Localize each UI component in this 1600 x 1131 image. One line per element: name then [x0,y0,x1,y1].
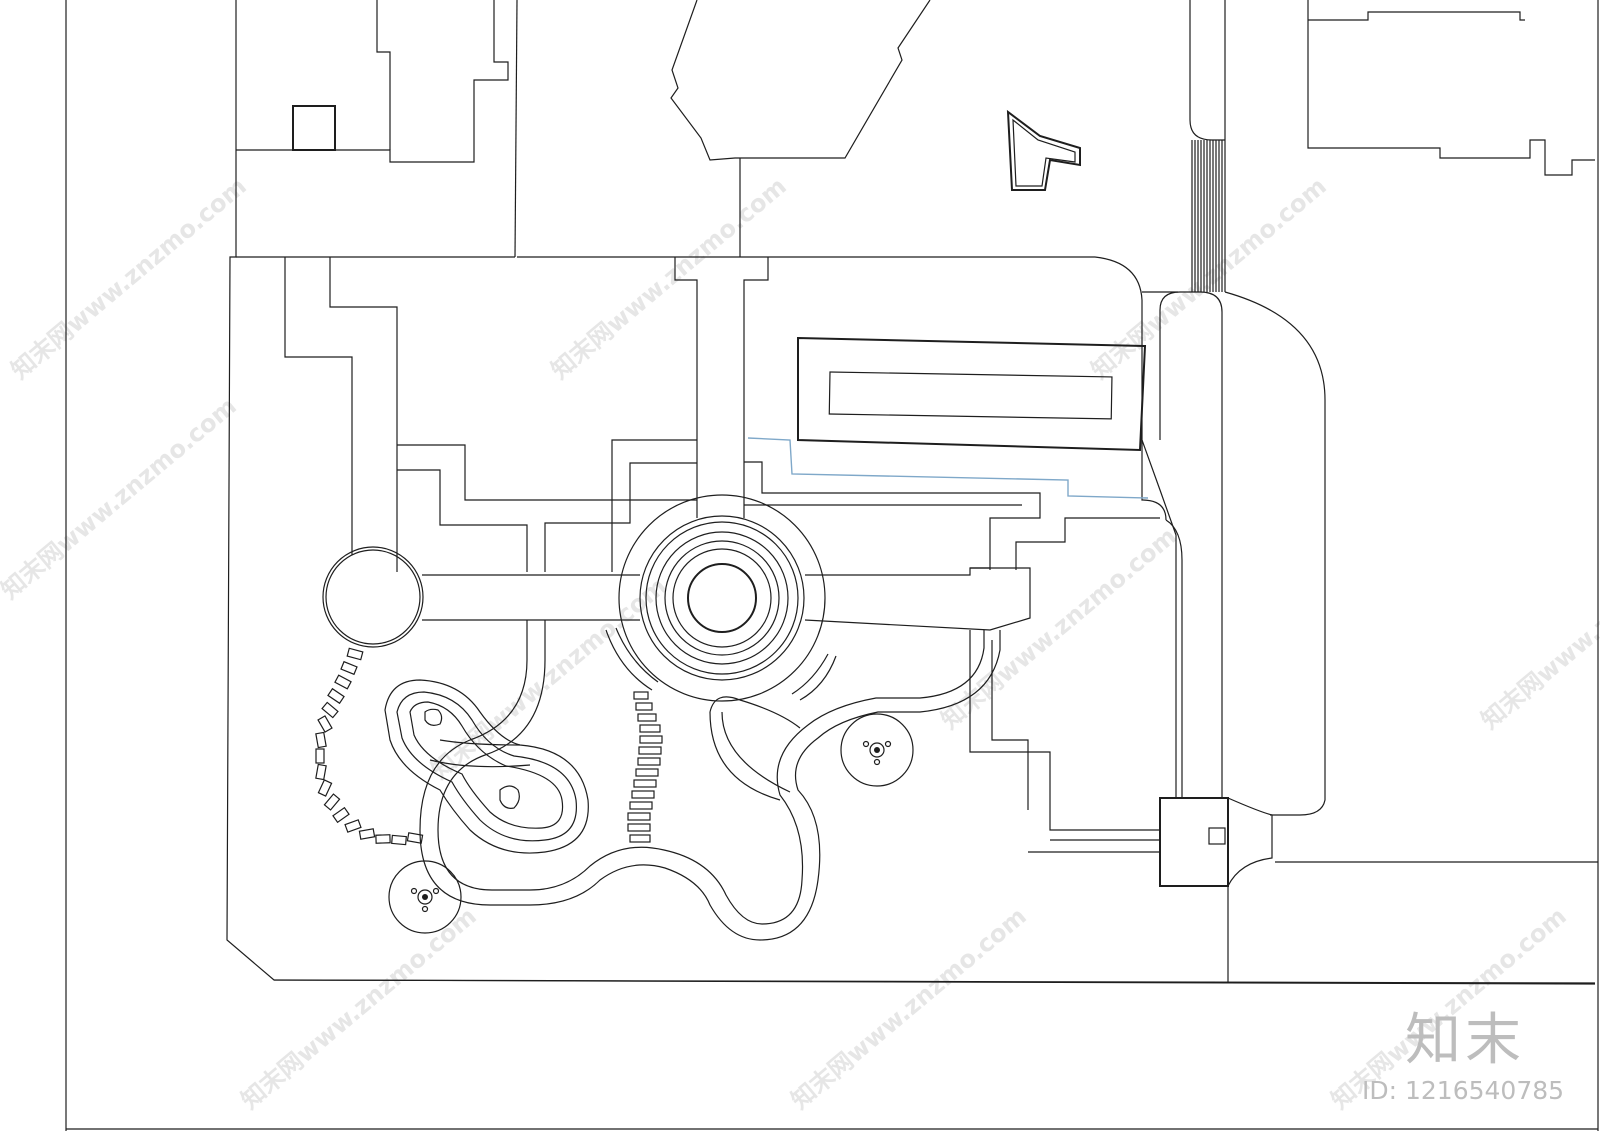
curved-walkway [419,620,1001,941]
small-building-block [292,105,336,151]
central-plaza [605,494,837,702]
watermark-1: 知末网www.znzmo.com [6,172,252,385]
watermark-3: 知末网www.znzmo.com [1086,172,1332,385]
watermark-6: 知末网www.znzmo.com [936,522,1182,735]
central-fountain [687,563,757,633]
planting-bed-dotted [1006,109,1081,191]
tree-symbol-southwest [388,860,462,934]
long-planter [797,336,1147,452]
drawing-frame [65,0,1599,1131]
watermark-7: 知末网www.znzmo.com [1476,522,1600,735]
neighbour-buildings [236,0,1595,257]
brand-logo-text: 知末 [1405,1008,1525,1073]
image-id-label: ID: 1216540785 [1362,1076,1565,1105]
watermark-5: 知末网www.znzmo.com [426,572,672,785]
west-circle-plaza [322,546,424,648]
stepping-stones-central [627,691,663,843]
pond-feature [384,679,589,854]
driveway [1028,291,1326,887]
watermark-2: 知末网www.znzmo.com [546,172,792,385]
watermark-8: 知末网www.znzmo.com [236,902,482,1115]
gate-house [1159,797,1229,887]
stair-hatching [1191,140,1223,292]
water-channel [747,437,1149,499]
watermark-layer: 知末网www.znzmo.com 知末网www.znzmo.com 知末网www… [0,172,1600,1115]
stepping-stones-west [315,647,424,846]
watermark-4: 知末网www.znzmo.com [0,392,242,605]
path-network [284,257,1160,831]
tree-symbol-east [840,713,914,787]
site-boundary [226,0,1598,985]
watermark-9: 知末网www.znzmo.com [786,902,1032,1115]
